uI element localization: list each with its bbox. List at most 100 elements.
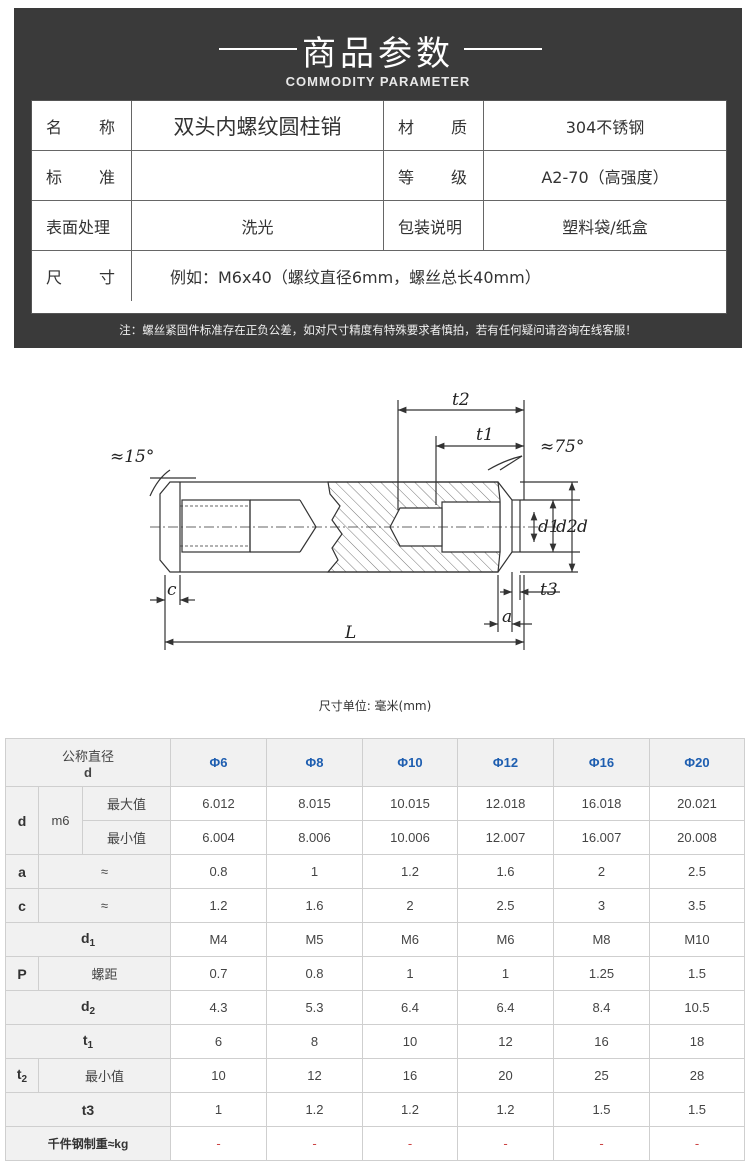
parameter-table: 名称 双头内螺纹圆柱销 材质 304不锈钢 标准 等级 A2-70（高强度） 表… — [31, 100, 727, 314]
size-header: Φ12 — [457, 738, 554, 787]
row-desc-min: 最小值 — [38, 1058, 171, 1093]
param-row-name: 名称 双头内螺纹圆柱销 材质 304不锈钢 — [32, 101, 726, 151]
param-label: 包装说明 — [384, 201, 484, 251]
header-nominal-diameter: 公称直径 d — [5, 738, 171, 787]
size-header: Φ8 — [266, 738, 363, 787]
cell: 2.5 — [649, 854, 745, 889]
label-angle-15: ≈15° — [110, 447, 154, 467]
table-header-row: 公称直径 d Φ6 Φ8 Φ10 Φ12 Φ16 Φ20 — [5, 738, 745, 787]
table-row: a ≈ 0.8 1 1.2 1.6 2 2.5 — [5, 854, 745, 889]
row-label-d: d — [5, 786, 39, 855]
cell: 8.015 — [266, 786, 363, 821]
cell: 12.007 — [457, 820, 554, 855]
cell: 1 — [362, 956, 458, 991]
cell: 1.5 — [649, 1092, 745, 1127]
row-label-max: 最大值 — [82, 786, 171, 821]
label-t3: t3 — [540, 580, 558, 600]
page-title: 商品参数 — [302, 34, 454, 74]
cell: 0.8 — [266, 956, 363, 991]
label-angle-75: ≈75° — [540, 437, 584, 457]
cell: M4 — [170, 922, 267, 957]
label-c: c — [167, 580, 177, 600]
label-d2: d2 — [556, 517, 578, 537]
size-header: Φ6 — [170, 738, 267, 787]
cell: 1.2 — [266, 1092, 363, 1127]
param-value-material: 304不锈钢 — [565, 118, 645, 137]
param-value-grade: A2-70（高强度） — [541, 168, 669, 187]
size-header: Φ10 — [362, 738, 458, 787]
table-row: t3 1 1.2 1.2 1.2 1.5 1.5 — [5, 1092, 745, 1127]
cell: 6.012 — [170, 786, 267, 821]
param-value-standard — [132, 151, 384, 201]
label-t1: t1 — [476, 425, 494, 445]
cell: 20 — [457, 1058, 554, 1093]
title-divider-left — [219, 48, 297, 50]
param-value-packaging: 塑料袋/纸盒 — [562, 218, 648, 237]
cell: 1 — [457, 956, 554, 991]
param-row-size: 尺寸 例如：M6x40（螺纹直径6mm，螺丝总长40mm） — [32, 251, 726, 301]
page-subtitle: COMMODITY PARAMETER — [285, 74, 471, 89]
panel-header: 商品参数 COMMODITY PARAMETER — [14, 8, 742, 96]
cell: 1.2 — [362, 1092, 458, 1127]
cell: M8 — [553, 922, 650, 957]
size-header: Φ16 — [553, 738, 650, 787]
size-header: Φ20 — [649, 738, 745, 787]
cell: 0.7 — [170, 956, 267, 991]
param-label: 尺寸 — [32, 251, 132, 301]
cell: 2.5 — [457, 888, 554, 923]
row-label-t2: t2 — [5, 1058, 39, 1093]
parameter-panel: 商品参数 COMMODITY PARAMETER 名称 双头内螺纹圆柱销 材质 … — [14, 8, 742, 348]
cell: 8.4 — [553, 990, 650, 1025]
label-a: a — [502, 607, 512, 627]
cell: 1 — [170, 1092, 267, 1127]
cell: 10.006 — [362, 820, 458, 855]
table-row: t2 最小值 10 12 16 20 25 28 — [5, 1058, 745, 1093]
cell: 1.6 — [266, 888, 363, 923]
cell: 1 — [266, 854, 363, 889]
label-d1: d1 — [538, 517, 560, 537]
cell: 5.3 — [266, 990, 363, 1025]
title-divider-right — [464, 48, 542, 50]
cell: 2 — [362, 888, 458, 923]
cell: 8 — [266, 1024, 363, 1059]
param-row-standard: 标准 等级 A2-70（高强度） — [32, 151, 726, 201]
cell: 1.6 — [457, 854, 554, 889]
cell: - — [362, 1126, 458, 1161]
row-sym: ≈ — [38, 854, 171, 889]
row-sym: ≈ — [38, 888, 171, 923]
cell: 16 — [362, 1058, 458, 1093]
tolerance-note: 注：螺丝紧固件标准存在正负公差，如对尺寸精度有特殊要求者慎拍，若有任何疑问请咨询… — [119, 323, 637, 337]
cell: 28 — [649, 1058, 745, 1093]
row-label-p: P — [5, 956, 39, 991]
table-row: 千件钢制重≈kg - - - - - - — [5, 1126, 745, 1161]
table-row: t1 6 8 10 12 16 18 — [5, 1024, 745, 1059]
row-label-d1: d1 — [5, 922, 171, 957]
cell: 1.5 — [553, 1092, 650, 1127]
cell: 10 — [362, 1024, 458, 1059]
param-row-surface: 表面处理 洗光 包装说明 塑料袋/纸盒 — [32, 201, 726, 251]
table-row: P 螺距 0.7 0.8 1 1 1.25 1.5 — [5, 956, 745, 991]
row-label-t1: t1 — [5, 1024, 171, 1059]
table-row: 最小值 6.004 8.006 10.006 12.007 16.007 20.… — [6, 820, 745, 855]
cell: - — [649, 1126, 745, 1161]
label-t2: t2 — [452, 390, 470, 410]
row-label-weight: 千件钢制重≈kg — [5, 1126, 171, 1161]
cell: 10 — [170, 1058, 267, 1093]
cell: M10 — [649, 922, 745, 957]
row-label-d2: d2 — [5, 990, 171, 1025]
cell: 6.004 — [170, 820, 267, 855]
param-label: 名称 — [32, 101, 132, 151]
cell: 8.006 — [266, 820, 363, 855]
cell: M5 — [266, 922, 363, 957]
table-row: d m6 最大值 6.012 8.015 10.015 12.018 16.01… — [5, 786, 745, 855]
row-label-m6: m6 — [38, 786, 83, 855]
cell: 12 — [266, 1058, 363, 1093]
cell: 10.015 — [362, 786, 458, 821]
cell: 3 — [553, 888, 650, 923]
table-row: d1 M4 M5 M6 M6 M8 M10 — [5, 922, 745, 957]
unit-note: 尺寸单位: 毫米(mm) — [318, 699, 432, 713]
cell: 10.5 — [649, 990, 745, 1025]
row-label-a: a — [5, 854, 39, 889]
param-value-size: 例如：M6x40（螺纹直径6mm，螺丝总长40mm） — [170, 268, 541, 287]
cell: 6.4 — [457, 990, 554, 1025]
